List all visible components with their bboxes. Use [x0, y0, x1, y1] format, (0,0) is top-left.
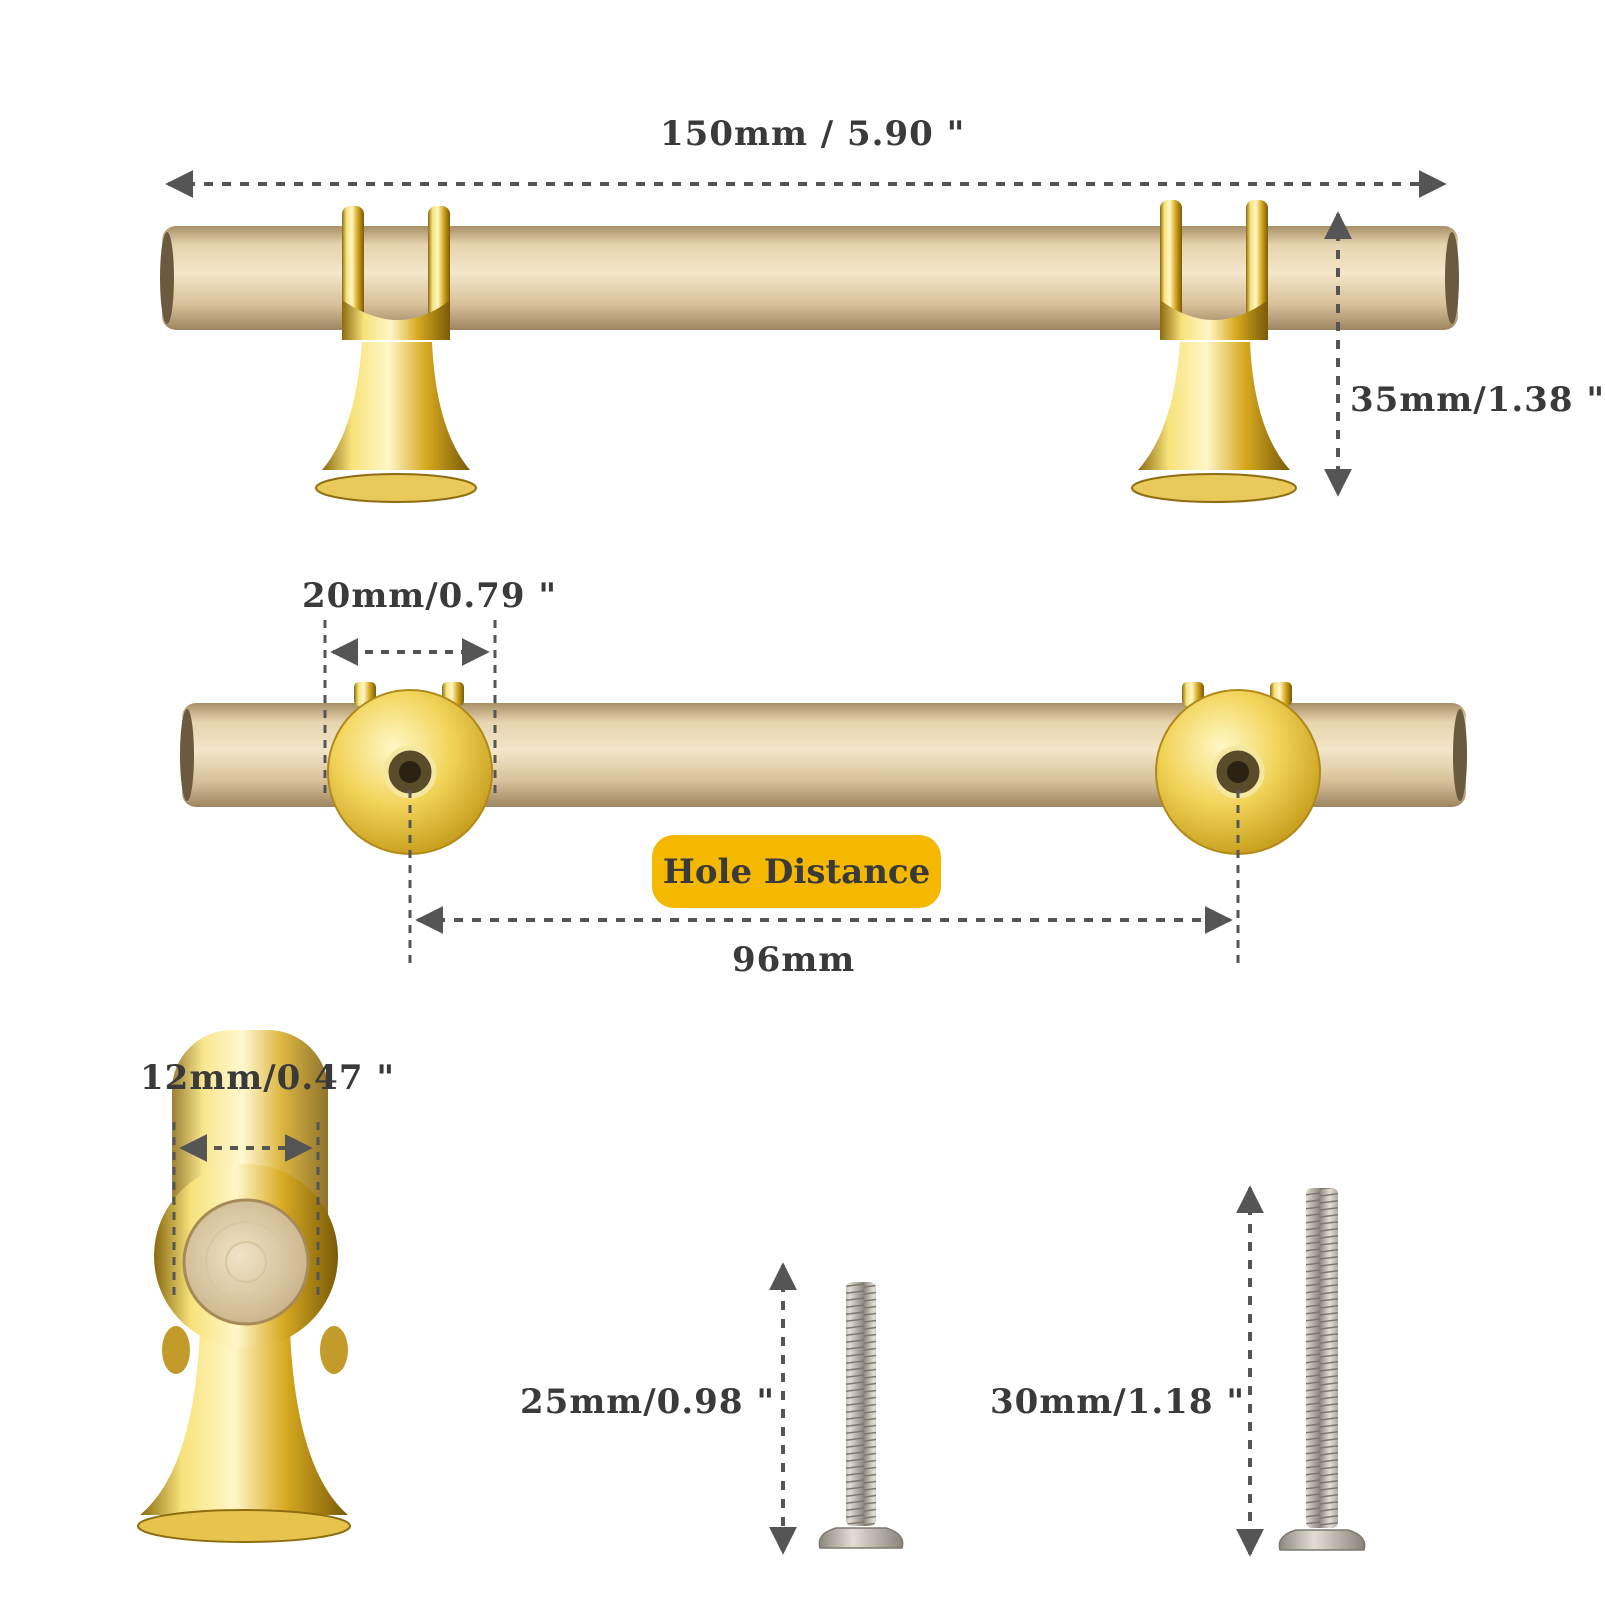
short-screw-label: 25mm/0.98 ": [520, 1382, 776, 1422]
right-post: [1131, 200, 1297, 503]
hole-distance-label: 96mm: [732, 940, 856, 980]
left-post: [315, 206, 477, 503]
hole-distance-badge: Hole Distance: [652, 835, 941, 908]
height-label: 35mm/1.38 ": [1350, 380, 1605, 420]
bar-end-face: [182, 1198, 310, 1326]
total-length-label: 150mm / 5.90 ": [660, 114, 966, 154]
handle-side-view: [160, 200, 1459, 503]
base-diameter-label: 20mm/0.79 ": [302, 576, 558, 616]
short-screw: [818, 1282, 904, 1549]
handle-end-view: [137, 1030, 351, 1543]
handle-bottom-view: [180, 682, 1467, 855]
long-screw: [1278, 1188, 1366, 1551]
bar-diameter-label: 12mm/0.47 ": [140, 1058, 396, 1098]
long-screw-label: 30mm/1.18 ": [990, 1382, 1246, 1422]
